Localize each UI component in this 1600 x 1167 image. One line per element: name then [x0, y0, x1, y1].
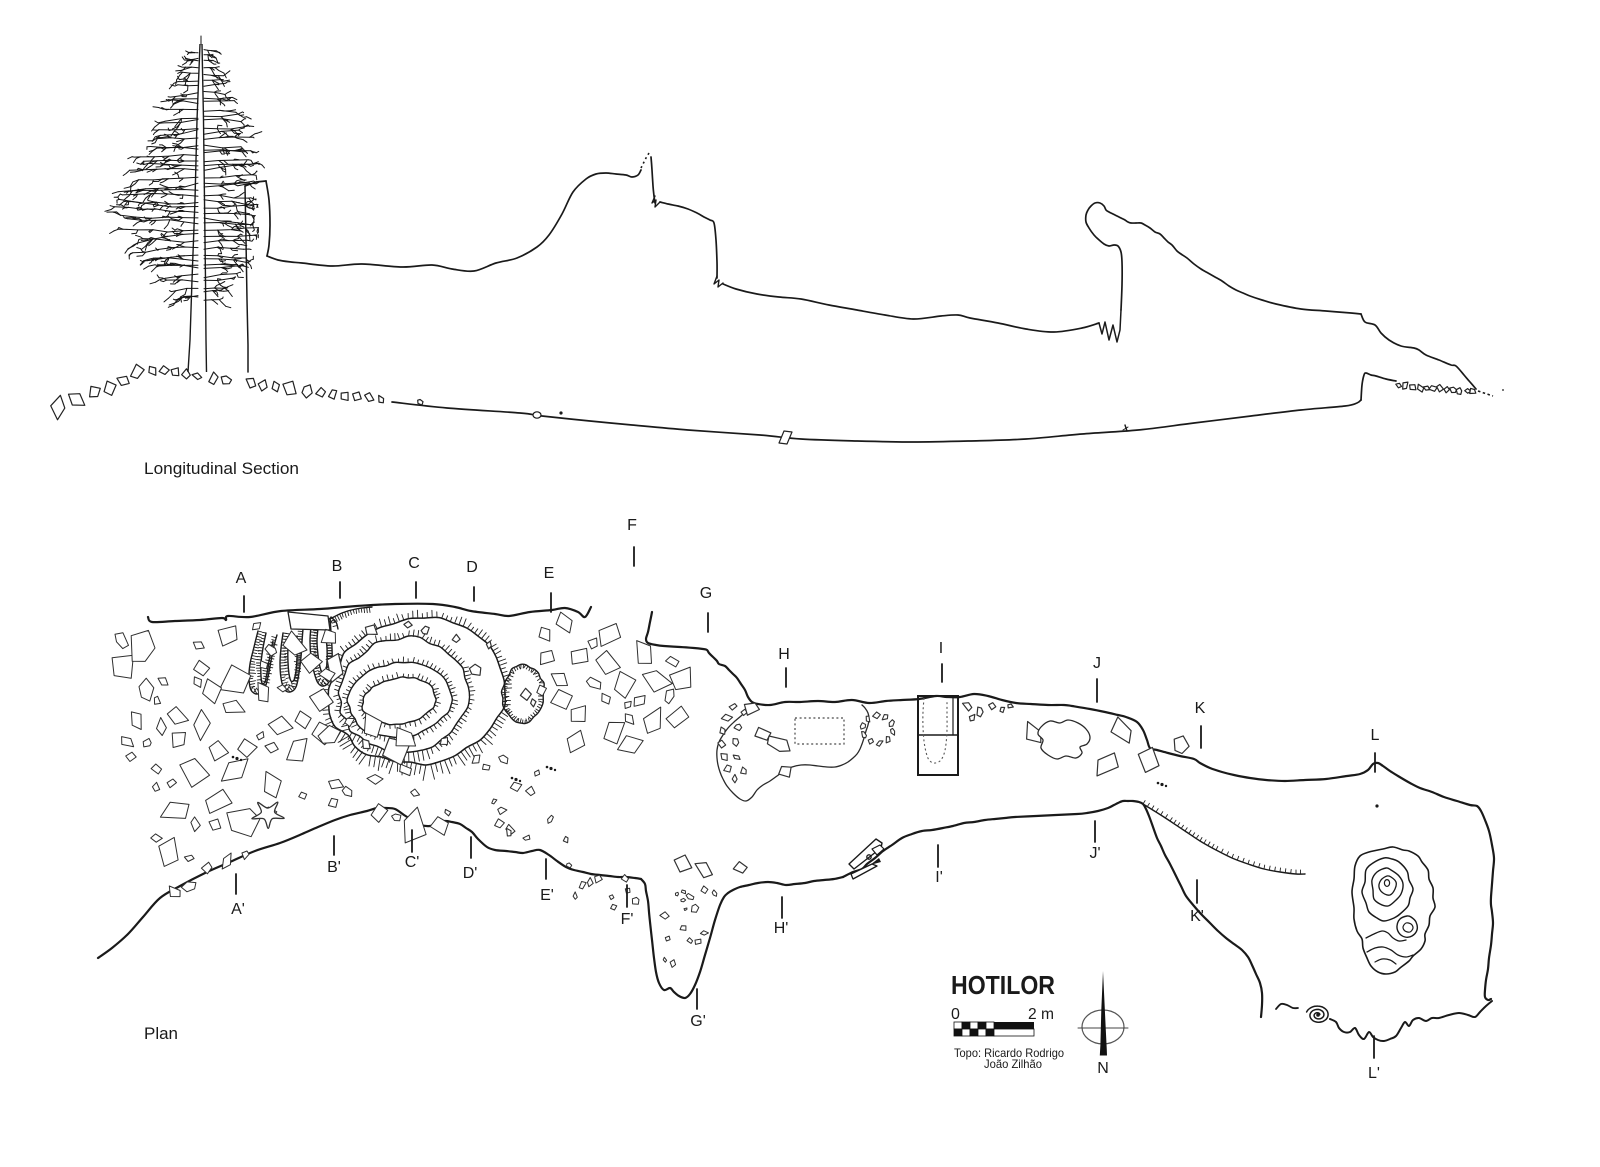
svg-text:L': L': [1368, 1065, 1380, 1082]
svg-text:Plan: Plan: [144, 1024, 178, 1043]
svg-text:A': A': [231, 901, 245, 918]
svg-text:B: B: [332, 558, 343, 575]
svg-text:G: G: [700, 585, 712, 602]
svg-text:A: A: [236, 570, 247, 587]
svg-text:K: K: [1195, 700, 1206, 717]
svg-text:E': E': [540, 887, 554, 904]
svg-text:2 m: 2 m: [1028, 1006, 1054, 1023]
svg-text:C': C': [405, 854, 420, 871]
svg-text:I': I': [935, 869, 943, 886]
svg-text:Longitudinal Section: Longitudinal Section: [144, 459, 299, 478]
svg-text:N: N: [1097, 1060, 1109, 1077]
svg-text:HOTILOR: HOTILOR: [951, 970, 1055, 1000]
svg-text:0: 0: [951, 1006, 960, 1023]
svg-text:F': F': [621, 911, 634, 928]
svg-text:B': B': [327, 859, 341, 876]
svg-text:D: D: [466, 559, 478, 576]
svg-text:F: F: [627, 517, 637, 534]
svg-text:João Zilhão: João Zilhão: [984, 1057, 1042, 1071]
svg-text:Topo: Ricardo Rodrigo: Topo: Ricardo Rodrigo: [954, 1046, 1064, 1060]
svg-text:C: C: [408, 555, 420, 572]
svg-text:J': J': [1089, 845, 1100, 862]
svg-text:K': K': [1190, 908, 1204, 925]
svg-text:L: L: [1371, 727, 1380, 744]
svg-text:E: E: [544, 565, 555, 582]
svg-text:D': D': [463, 865, 478, 882]
svg-text:J: J: [1093, 655, 1101, 672]
svg-text:G': G': [690, 1013, 706, 1030]
svg-text:H': H': [774, 920, 789, 937]
svg-text:H: H: [778, 646, 790, 663]
svg-text:I: I: [939, 640, 943, 657]
